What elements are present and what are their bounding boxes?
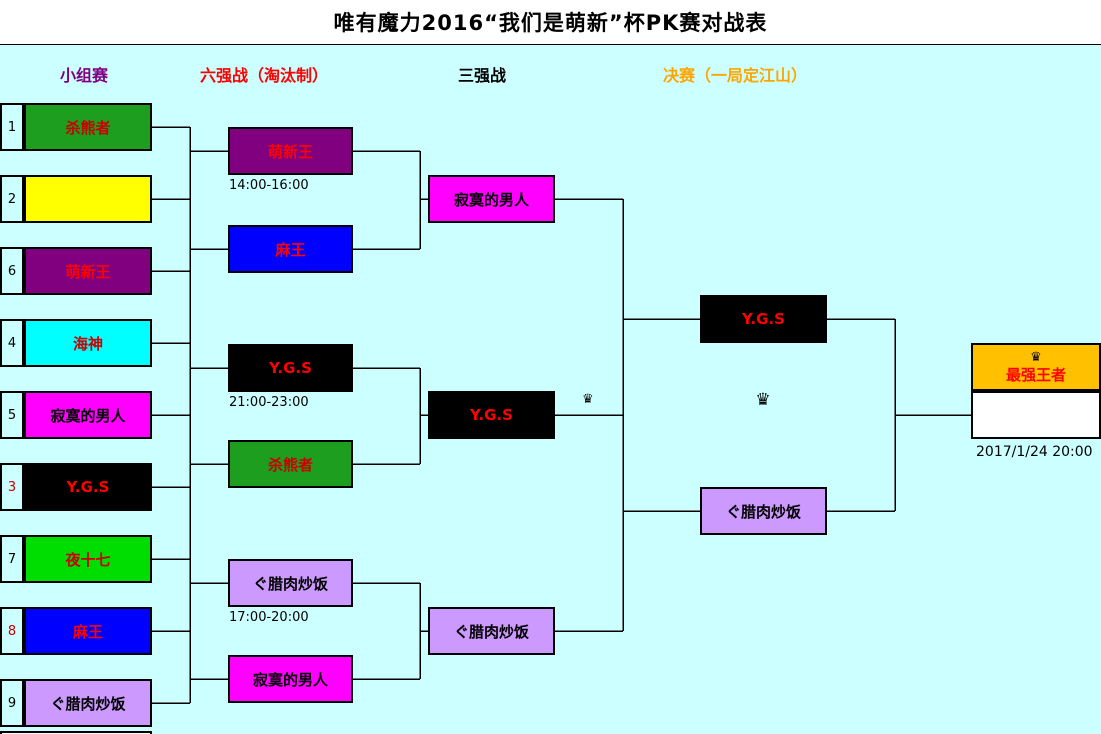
match-time: 14:00-16:00: [229, 178, 309, 193]
final-player-box: ぐ腊肉炒饭: [700, 487, 827, 535]
group-seed-number: 3: [0, 463, 24, 511]
match-time: 17:00-20:00: [229, 610, 309, 625]
page-title: 唯有魔力2016“我们是萌新”杯PK赛对战表: [333, 11, 768, 35]
champion-winner-slot: [971, 391, 1101, 439]
group-seed-number: 8: [0, 607, 24, 655]
crown-icon: ♛: [582, 392, 594, 407]
champion-box: ♛ 最强王者: [971, 343, 1101, 391]
stage-header-final: 决赛（一局定江山）: [663, 66, 808, 85]
semifinal-player-box: ぐ腊肉炒饭: [428, 607, 555, 655]
title-bar: 唯有魔力2016“我们是萌新”杯PK赛对战表: [0, 0, 1101, 45]
stage-header-group: 小组赛: [60, 66, 109, 85]
round6-player-box: Y.G.S: [228, 344, 353, 392]
group-row-partial: [0, 731, 152, 734]
group-player-box: 海神: [24, 319, 152, 367]
match-time: 21:00-23:00: [229, 395, 309, 410]
round6-player-box: 寂寞的男人: [228, 655, 353, 703]
crown-icon: ♛: [755, 390, 771, 410]
semifinal-player-box: 寂寞的男人: [428, 175, 555, 223]
group-player-box: Y.G.S: [24, 463, 152, 511]
group-player-box: 杀熊者: [24, 103, 152, 151]
crown-icon: ♛: [1030, 349, 1042, 365]
champion-label: 最强王者: [1005, 365, 1066, 384]
stage-header-round-of-6: 六强战（淘汰制）: [200, 66, 329, 85]
group-seed-number: 7: [0, 535, 24, 583]
stage-header-semifinal: 三强战: [458, 66, 507, 85]
group-player-box: 萌新王: [24, 247, 152, 295]
round6-player-box: ぐ腊肉炒饭: [228, 559, 353, 607]
group-player-box: 麻王: [24, 607, 152, 655]
group-player-box: ぐ腊肉炒饭: [24, 679, 152, 727]
group-seed-number: 9: [0, 679, 24, 727]
final-player-box: Y.G.S: [700, 295, 827, 343]
group-player-box: [24, 175, 152, 223]
group-seed-number: 4: [0, 319, 24, 367]
round6-player-box: 麻王: [228, 225, 353, 273]
group-seed-number: 1: [0, 103, 24, 151]
semifinal-player-box: Y.G.S: [428, 391, 555, 439]
round6-player-box: 萌新王: [228, 127, 353, 175]
group-seed-number: 5: [0, 391, 24, 439]
group-seed-number: 6: [0, 247, 24, 295]
final-datetime: 2017/1/24 20:00: [976, 444, 1093, 460]
group-seed-number: 2: [0, 175, 24, 223]
round6-player-box: 杀熊者: [228, 440, 353, 488]
group-player-box: 寂寞的男人: [24, 391, 152, 439]
group-player-box: 夜十七: [24, 535, 152, 583]
